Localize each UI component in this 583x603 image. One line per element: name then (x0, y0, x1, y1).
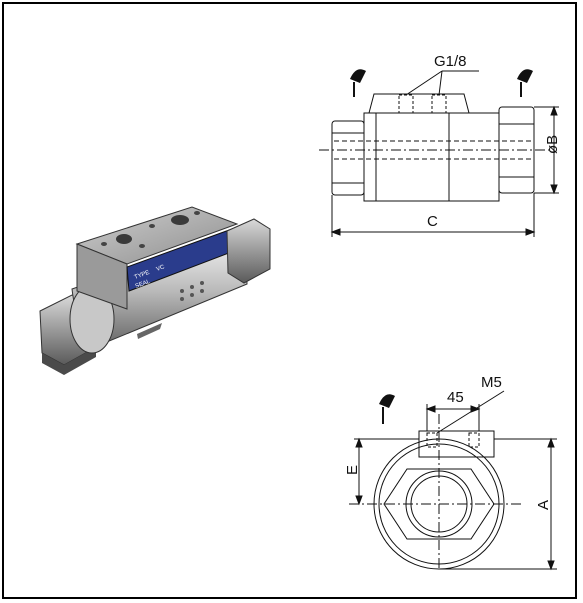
figure-frame: TYPE VC SEAL (2, 2, 577, 599)
side-view-drawing: G1/8 øB C (319, 53, 561, 237)
m5-thread-label: M5 (481, 374, 502, 391)
port-hole (116, 234, 132, 244)
port-thread-label: G1/8 (434, 53, 467, 70)
height-e-label: E (344, 465, 361, 475)
end-view-drawing: 45 M5 E A (344, 374, 557, 571)
flow-arrow-icon (379, 394, 395, 424)
nameplate-model: VC (156, 264, 167, 273)
diameter-b-label: øB (544, 135, 561, 154)
overall-a-label: A (535, 500, 552, 510)
port-hole (171, 215, 189, 225)
flow-arrow-icon (517, 69, 533, 97)
nameplate-seal: SEAL (135, 279, 152, 290)
right-hex-nut (226, 218, 271, 284)
valve-product-photo: TYPE VC SEAL (39, 206, 271, 375)
length-c-label: C (427, 213, 438, 230)
angle-45-label: 45 (447, 389, 464, 406)
nameplate-type: TYPE (134, 270, 151, 281)
flow-arrow-icon (350, 69, 366, 97)
